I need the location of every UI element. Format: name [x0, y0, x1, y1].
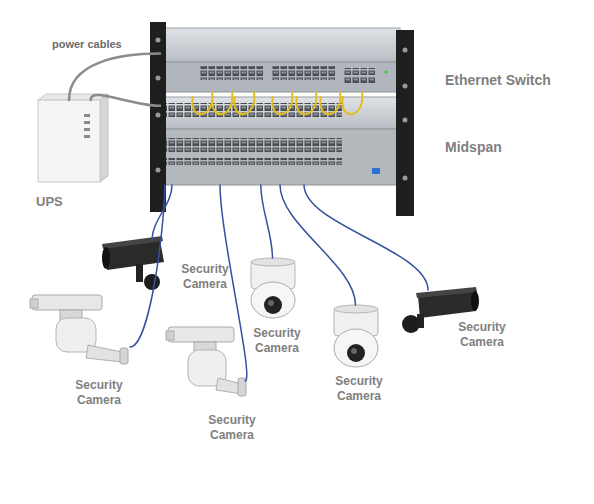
- camera-housing: [168, 327, 234, 342]
- rack-screw: [156, 168, 161, 173]
- ups-indicator: [84, 114, 90, 117]
- midspan-front: [160, 129, 400, 185]
- switch-ports: [272, 66, 336, 80]
- camera-lens-glint: [351, 348, 357, 354]
- camera-shield: [102, 236, 163, 249]
- node-label: Security Camera: [203, 413, 261, 443]
- rack-screw: [156, 38, 161, 43]
- camera-lens: [264, 296, 282, 314]
- node-label: Midspan: [445, 139, 502, 156]
- ethernet-cable: [261, 185, 273, 258]
- rack-screw: [403, 118, 408, 123]
- ups-box: UPS: [38, 100, 100, 182]
- ups-front: [38, 100, 100, 182]
- camera-dome: [251, 282, 295, 318]
- node-label: Security Camera: [70, 378, 128, 408]
- rack-screw: [156, 76, 161, 81]
- ups-side: [100, 94, 108, 182]
- midspan-top: [160, 97, 400, 129]
- node-label: Security Camera: [176, 262, 234, 292]
- ups-indicator: [84, 135, 90, 138]
- rack-screw: [156, 113, 161, 118]
- ups-top: [38, 94, 108, 100]
- rack-post: [150, 22, 166, 212]
- camera-mount: [136, 264, 143, 282]
- camera-base: [402, 315, 420, 333]
- switch-top: [160, 28, 400, 62]
- camera-box: Security Camera: [165, 325, 245, 405]
- midspan-box: Midspan: [160, 97, 400, 185]
- camera-lens: [347, 344, 365, 362]
- rack-post: [396, 30, 414, 216]
- power-cable: [69, 54, 160, 100]
- camera-box: Security Camera: [245, 258, 300, 320]
- cable-label: power cables: [52, 38, 122, 51]
- camera-lens: [471, 291, 479, 311]
- camera-lens-glint: [268, 300, 274, 306]
- camera-mount-top: [251, 258, 295, 266]
- led: [372, 168, 380, 174]
- camera-base: [238, 378, 246, 396]
- rack-screw: [403, 48, 408, 53]
- switch-sfp: [344, 77, 376, 84]
- ups-indicator: [84, 121, 90, 124]
- camera-shield: [416, 287, 477, 298]
- patch-cable: [192, 92, 362, 114]
- camera-base: [144, 274, 160, 290]
- switch-front: [160, 62, 400, 92]
- camera-box: Security Camera: [328, 305, 383, 370]
- camera-lens: [102, 247, 110, 269]
- ups-indicator: [84, 128, 90, 131]
- camera-base: [120, 348, 128, 364]
- ethernet-cable: [280, 185, 356, 305]
- camera-housing: [32, 295, 102, 310]
- midspan-ports: [166, 103, 342, 117]
- midspan-ports: [166, 158, 342, 165]
- rack-screw: [403, 84, 408, 89]
- node-label: Security Camera: [453, 320, 511, 350]
- camera-lens: [166, 331, 174, 340]
- power-cable: [91, 95, 160, 106]
- led: [384, 70, 387, 73]
- node-label: Security Camera: [248, 326, 306, 356]
- node-label: Ethernet Switch: [445, 72, 551, 89]
- camera-arm: [86, 345, 122, 362]
- camera-box: Security Camera: [400, 290, 480, 335]
- switch-ports: [200, 66, 264, 80]
- camera-box: Security Camera: [30, 293, 130, 365]
- rack-screw: [403, 176, 408, 181]
- camera-box: Security Camera: [100, 240, 165, 290]
- switch-box: Ethernet Switch: [160, 28, 400, 92]
- node-label: UPS: [36, 194, 63, 210]
- camera-dome: [334, 329, 378, 367]
- midspan-ports: [166, 138, 342, 152]
- camera-mount-top: [334, 305, 378, 313]
- node-label: Security Camera: [330, 374, 388, 404]
- ethernet-cable: [304, 185, 428, 290]
- camera-lens: [30, 299, 38, 308]
- ethernet-cable: [152, 185, 172, 240]
- switch-sfp: [344, 68, 376, 75]
- ethernet-cable: [130, 185, 165, 347]
